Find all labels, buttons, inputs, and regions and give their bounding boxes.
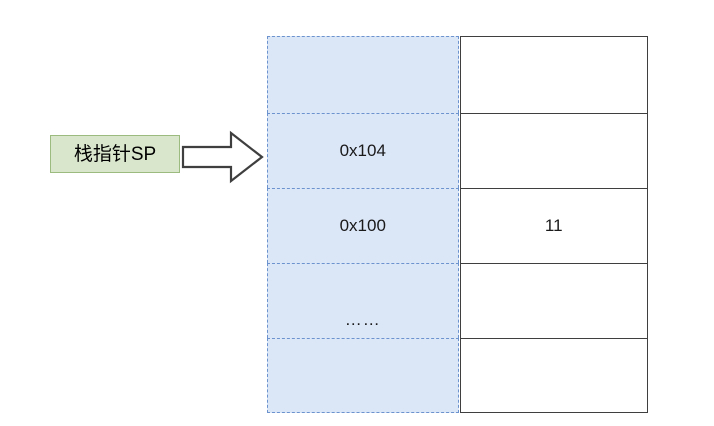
stack-pointer-label-text: 栈指针SP — [73, 143, 157, 165]
table-row — [267, 36, 648, 113]
right-block-arrow-icon — [181, 129, 265, 185]
value-cell — [459, 338, 648, 413]
value-cell — [459, 113, 648, 188]
address-cell — [267, 338, 459, 413]
address-cell — [267, 36, 459, 113]
table-row: 0x104 — [267, 113, 648, 188]
memory-table: 0x104 0x100 11 …… — [267, 36, 648, 413]
table-row: 0x100 11 — [267, 188, 648, 263]
value-cell — [459, 263, 648, 338]
value-cell: 11 — [459, 188, 648, 263]
table-row — [267, 338, 648, 413]
address-cell: 0x104 — [267, 113, 459, 188]
value-cell — [459, 36, 648, 113]
address-cell: 0x100 — [267, 188, 459, 263]
address-cell: …… — [267, 263, 459, 338]
table-row: …… — [267, 263, 648, 338]
stack-pointer-label: 栈指针SP — [50, 135, 180, 173]
